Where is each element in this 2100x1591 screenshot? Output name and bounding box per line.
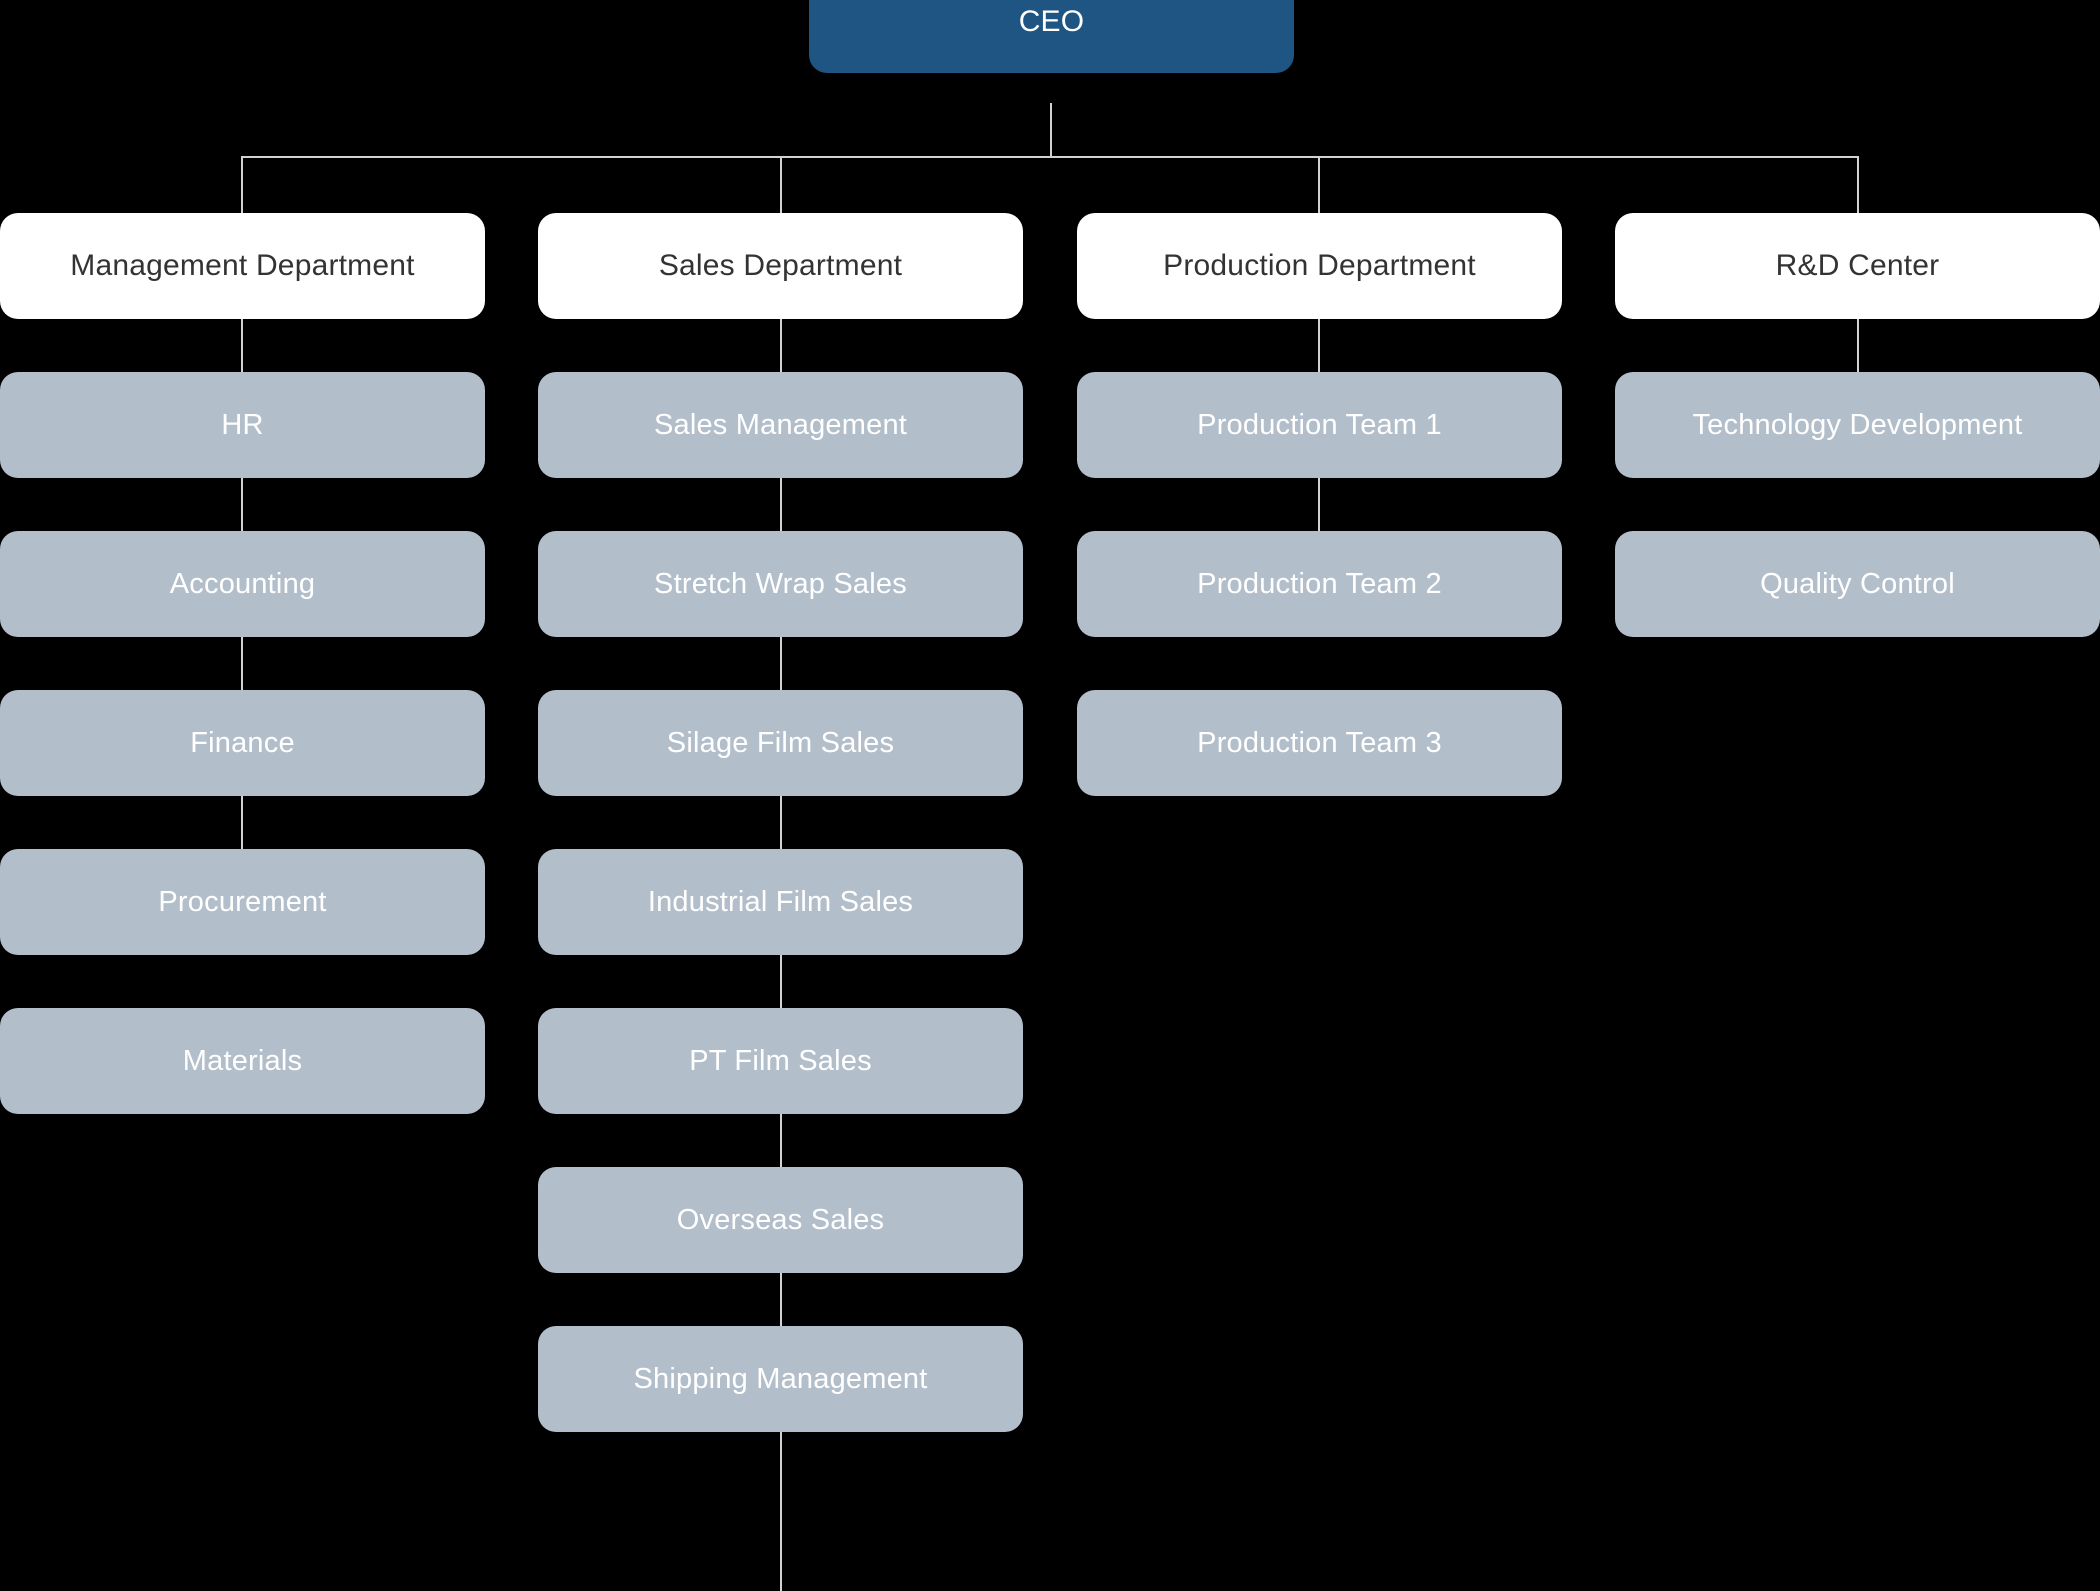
node-overseas-sales[interactable]: Overseas Sales <box>538 1167 1023 1273</box>
node-industrial-film-sales-label: Industrial Film Sales <box>647 885 914 918</box>
node-department-sales-label: Sales Department <box>658 249 903 282</box>
connector-col2-spine <box>1318 319 1320 637</box>
node-production-team-1-label: Production Team 1 <box>1197 408 1442 441</box>
node-production-team-2-label: Production Team 2 <box>1197 567 1442 600</box>
node-sales-management[interactable]: Sales Management <box>538 372 1023 478</box>
node-silage-film-sales[interactable]: Silage Film Sales <box>538 690 1023 796</box>
connector-drop-col0 <box>241 156 243 214</box>
node-technology-development-label: Technology Development <box>1692 408 2023 441</box>
node-finance[interactable]: Finance <box>0 690 485 796</box>
node-shipping-management-label: Shipping Management <box>633 1362 928 1395</box>
node-stretch-wrap-sales-label: Stretch Wrap Sales <box>654 567 907 600</box>
node-sales-management-label: Sales Management <box>653 408 908 441</box>
connector-drop-col3 <box>1857 156 1859 214</box>
node-shipping-management[interactable]: Shipping Management <box>538 1326 1023 1432</box>
node-production-team-3-label: Production Team 3 <box>1197 726 1442 759</box>
connector-department-bus <box>241 156 1859 158</box>
node-ceo[interactable]: CEO <box>809 0 1294 73</box>
node-pt-film-sales-label: PT Film Sales <box>689 1044 872 1077</box>
node-pt-film-sales[interactable]: PT Film Sales <box>538 1008 1023 1114</box>
node-department-production[interactable]: Production Department <box>1077 213 1562 319</box>
node-quality-control-label: Quality Control <box>1760 567 1955 600</box>
node-materials-label: Materials <box>182 1044 303 1077</box>
node-finance-label: Finance <box>190 726 295 759</box>
node-department-management-label: Management Department <box>70 249 415 282</box>
node-procurement[interactable]: Procurement <box>0 849 485 955</box>
node-procurement-label: Procurement <box>158 885 327 918</box>
node-department-management[interactable]: Management Department <box>0 213 485 319</box>
node-hr-label: HR <box>221 408 264 441</box>
node-accounting[interactable]: Accounting <box>0 531 485 637</box>
node-ceo-label: CEO <box>1018 4 1085 38</box>
node-production-team-2[interactable]: Production Team 2 <box>1077 531 1562 637</box>
node-accounting-label: Accounting <box>169 567 316 600</box>
connector-col0-spine <box>241 319 243 955</box>
node-industrial-film-sales[interactable]: Industrial Film Sales <box>538 849 1023 955</box>
connector-col1-spine <box>780 319 782 1591</box>
node-department-production-label: Production Department <box>1163 249 1476 282</box>
node-production-team-3[interactable]: Production Team 3 <box>1077 690 1562 796</box>
node-technology-development[interactable]: Technology Development <box>1615 372 2100 478</box>
node-overseas-sales-label: Overseas Sales <box>676 1203 885 1236</box>
node-department-rnd[interactable]: R&D Center <box>1615 213 2100 319</box>
node-hr[interactable]: HR <box>0 372 485 478</box>
node-quality-control[interactable]: Quality Control <box>1615 531 2100 637</box>
node-department-rnd-label: R&D Center <box>1775 249 1940 282</box>
connector-drop-col2 <box>1318 156 1320 214</box>
connector-drop-col1 <box>780 156 782 214</box>
node-department-sales[interactable]: Sales Department <box>538 213 1023 319</box>
node-silage-film-sales-label: Silage Film Sales <box>666 726 895 759</box>
node-materials[interactable]: Materials <box>0 1008 485 1114</box>
connector-ceo-stem <box>1050 103 1052 158</box>
node-production-team-1[interactable]: Production Team 1 <box>1077 372 1562 478</box>
node-stretch-wrap-sales[interactable]: Stretch Wrap Sales <box>538 531 1023 637</box>
